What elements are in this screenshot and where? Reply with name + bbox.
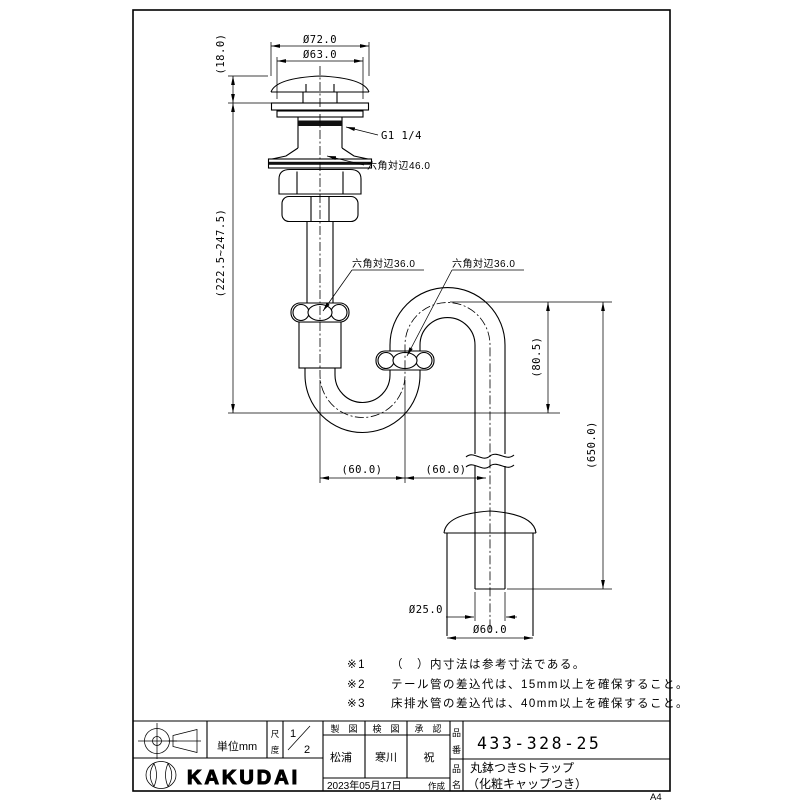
dim-cap-outer: Ø72.0 xyxy=(303,34,337,46)
product-name-line1: 丸鉢つきSトラップ xyxy=(470,761,574,775)
creation-date-suffix: 作成 xyxy=(428,781,446,791)
kakudai-mark-icon xyxy=(145,761,177,789)
dim-outlet-height: (650.0) xyxy=(586,421,598,469)
note-2-marker: ※2 xyxy=(347,679,366,691)
dim-cap-inner: Ø63.0 xyxy=(303,49,337,61)
name-checked: 寒川 xyxy=(375,750,397,764)
scale-label-1: 尺 xyxy=(271,729,280,739)
sheet-frame xyxy=(132,9,671,792)
centerlines xyxy=(319,66,491,632)
note-2-text: テール管の差込代は、15mm以上を確保すること。 xyxy=(391,677,689,691)
dim-flange-dia: Ø60.0 xyxy=(473,624,507,636)
header-checked: 検 図 xyxy=(372,723,399,734)
brand-name: KAKUDAI xyxy=(187,767,300,789)
title-block: 単位mm 尺 度 1 2 製 図 検 図 承 認 松浦 寒川 祝 2023年05… xyxy=(133,720,670,792)
note-1-marker: ※1 xyxy=(347,659,366,671)
leader-labels: G1 1/4 六角対辺46.0 六角対辺36.0 六角対辺36.0 xyxy=(322,126,524,357)
label-hex46: 六角対辺46.0 xyxy=(367,159,430,172)
name-approved: 祝 xyxy=(424,750,435,764)
projection-symbol-icon xyxy=(138,723,201,759)
partno-label-2: 番 xyxy=(452,744,461,755)
label-thread: G1 1/4 xyxy=(381,130,422,142)
sheet-size-label: A4 xyxy=(650,792,662,800)
header-drafted: 製 図 xyxy=(330,723,357,734)
tail-pipe xyxy=(306,221,334,303)
name-drafted: 松浦 xyxy=(330,750,352,764)
dim-cap-height: (18.0) xyxy=(215,34,227,75)
dim-adjust-height: (222.5~247.5) xyxy=(215,209,227,298)
s-trap-tube xyxy=(304,287,515,590)
partno-label-1: 品 xyxy=(452,728,461,738)
scale-denominator: 2 xyxy=(304,744,310,756)
notes: ※1 （ ）内寸法は参考寸法である。 ※2 テール管の差込代は、15mm以上を確… xyxy=(347,657,689,710)
partname-label-1: 品 xyxy=(452,764,461,774)
label-hex36-left: 六角対辺36.0 xyxy=(352,257,415,270)
unit-label: 単位mm xyxy=(217,739,257,753)
kakudai-logo: KAKUDAI xyxy=(145,761,300,790)
scale-numerator: 1 xyxy=(290,728,296,740)
product-name-line2: （化粧キャップつき） xyxy=(467,777,587,791)
label-hex36-right: 六角対辺36.0 xyxy=(452,257,515,270)
part-number: 433-328-25 xyxy=(477,734,601,753)
note-3-text: 床排水管の差込代は、40mm以上を確保すること。 xyxy=(391,696,689,710)
dimensions: Ø72.0 Ø63.0 (18.0) (222.5~247.5) (80.5) … xyxy=(215,34,612,640)
note-3-marker: ※3 xyxy=(347,698,366,710)
dim-trap-height: (80.5) xyxy=(531,337,543,378)
dim-offset-left: (60.0) xyxy=(342,464,383,476)
header-approved: 承 認 xyxy=(414,723,441,734)
scale-value: 1 2 xyxy=(287,725,311,756)
dim-tail-dia: Ø25.0 xyxy=(409,604,443,616)
creation-date: 2023年05月17日 xyxy=(327,779,402,792)
scale-label-2: 度 xyxy=(271,745,280,755)
note-1-text: （ ）内寸法は参考寸法である。 xyxy=(391,657,586,671)
partname-label-2: 名 xyxy=(452,779,461,790)
threaded-neck xyxy=(297,117,343,148)
dim-offset-right: (60.0) xyxy=(426,464,467,476)
